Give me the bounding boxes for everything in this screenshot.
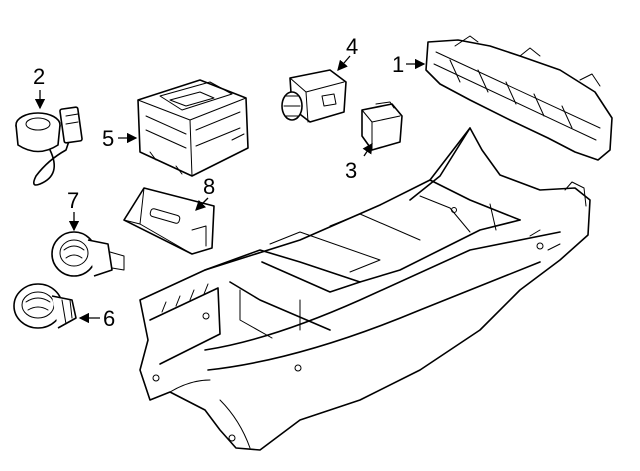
part-1-trim-bracket	[425, 35, 613, 161]
callout-3: 3	[345, 158, 357, 183]
callout-7: 7	[67, 188, 79, 213]
part-3-switch	[361, 101, 403, 151]
callout-5: 5	[102, 126, 114, 151]
part-8-bezel	[123, 187, 215, 255]
callout-1: 1	[392, 52, 404, 77]
callout-2: 2	[33, 64, 45, 89]
callout-4: 4	[346, 34, 358, 59]
part-6-usb-outlet	[13, 283, 77, 329]
part-4-rotary-switch	[281, 69, 347, 123]
part-5-control-module	[137, 79, 249, 177]
part-7-usb-outlet	[51, 231, 125, 277]
callout-6: 6	[103, 306, 115, 331]
callouts: 1 2 3 4 5 6 7 8	[33, 34, 426, 331]
part-2-power-outlet	[15, 106, 83, 186]
callout-8: 8	[203, 174, 215, 199]
center-console-body	[139, 127, 591, 451]
